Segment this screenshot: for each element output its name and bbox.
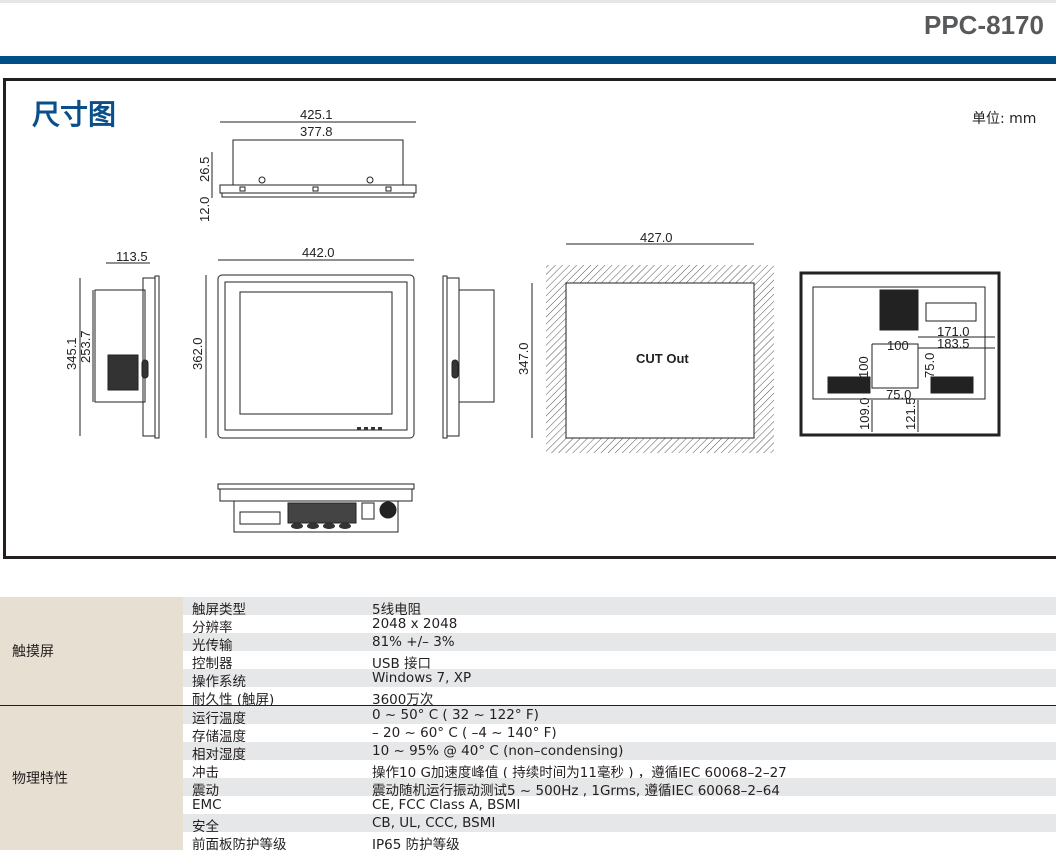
spec-key: 耐久性 (触屏) [192, 692, 275, 708]
dim-top-depth-lower: 12.0 [197, 197, 212, 222]
table-row: 耐久性 (触屏) 3600万次 [0, 687, 1056, 708]
group-label-cell: 触摸屏 [0, 597, 183, 705]
table-row: 分辨率 2048 x 2048 [0, 615, 1056, 636]
spec-key: 冲击 [192, 765, 219, 781]
dim-cutout-height: 347.0 [516, 342, 531, 375]
table-row: 冲击 操作10 G加速度峰值 ( 持续时间为11毫秒 ) ，遵循IEC 60068… [0, 760, 1056, 781]
spec-value: CB, UL, CCC, BSMI [372, 815, 496, 831]
spec-value: 0 ~ 50° C ( 32 ~ 122° F) [372, 707, 539, 723]
dim-rear-vesa-h: 100 [887, 338, 909, 353]
spec-value: 操作10 G加速度峰值 ( 持续时间为11毫秒 ) ，遵循IEC 60068–2… [372, 765, 787, 781]
unit-label: 单位: mm [972, 111, 1037, 127]
table-row: 安全 CB, UL, CCC, BSMI [0, 814, 1056, 835]
dim-rear-vesa2-v: 75.0 [922, 353, 937, 378]
table-row: 操作系统 Windows 7, XP [0, 669, 1056, 690]
dim-side-depth: 113.5 [116, 249, 148, 264]
dim-cutout-width: 427.0 [640, 230, 673, 245]
spec-value: 81% +/– 3% [372, 634, 455, 650]
table-row: EMC CE, FCC Class A, BSMI [0, 796, 1056, 814]
spec-key: 操作系统 [192, 674, 246, 690]
model-title: PPC-8170 [924, 10, 1044, 40]
spec-value: 震动随机运行振动测试5 ~ 500Hz , 1Grms, 遵循IEC 60068… [372, 783, 780, 799]
spec-group: 物理特性 运行温度 0 ~ 50° C ( 32 ~ 122° F) 存储温度 – 20… [0, 706, 1056, 853]
bottom-view-drawing [217, 483, 415, 533]
spec-value: Windows 7, XP [372, 670, 472, 686]
group-label: 触摸屏 [12, 644, 54, 660]
table-row: 运行温度 0 ~ 50° C ( 32 ~ 122° F) [0, 706, 1056, 727]
spec-value: 5线电阻 [372, 602, 422, 618]
top-view-drawing [211, 121, 417, 198]
dim-side-height-outer: 345.1 [64, 337, 79, 370]
dim-rear-109: 109.0 [857, 397, 872, 430]
table-row: 相对湿度 10 ~ 95% @ 40° C (non–condensing) [0, 742, 1056, 763]
dim-side-height-inner: 253.7 [78, 330, 93, 363]
spec-key: 触屏类型 [192, 602, 246, 618]
spec-key: 安全 [192, 819, 219, 835]
dim-rear-121: 121.5 [903, 397, 918, 430]
spec-key: 震动 [192, 783, 219, 799]
header-bar [0, 56, 1056, 64]
dim-top-inner-width: 377.8 [300, 124, 333, 139]
table-row: 存储温度 – 20 ~ 60° C ( –4 ~ 140° F) [0, 724, 1056, 745]
dim-rear-171: 171.0 [937, 324, 970, 339]
spec-key: 控制器 [192, 656, 233, 672]
spec-key: 前面板防护等级 [192, 837, 287, 853]
spec-value: 10 ~ 95% @ 40° C (non–condensing) [372, 743, 624, 759]
spec-key: 存储温度 [192, 729, 246, 745]
dim-top-outer-width: 425.1 [300, 107, 333, 122]
dimension-panel [3, 78, 1056, 559]
cutout-label: CUT Out [636, 351, 689, 366]
table-row: 控制器 USB 接口 [0, 651, 1056, 672]
side-view-right-drawing [442, 275, 495, 439]
table-row: 震动 震动随机运行振动测试5 ~ 500Hz , 1Grms, 遵循IEC 600… [0, 778, 1056, 799]
cutout-drawing [531, 243, 774, 453]
group-divider [0, 705, 1056, 706]
spec-value: CE, FCC Class A, BSMI [372, 797, 521, 813]
dim-top-depth-upper: 26.5 [197, 157, 212, 182]
group-label-cell: 物理特性 [0, 706, 183, 850]
side-view-drawing [79, 262, 160, 439]
rear-view-drawing [799, 271, 1001, 437]
table-row: 前面板防护等级 IP65 防护等级 [0, 832, 1056, 853]
dimension-drawings: 425.1 377.8 26.5 12.0 113.5 345.1 253.7 … [64, 107, 1001, 533]
dim-front-width: 442.0 [302, 245, 335, 260]
top-rule [0, 0, 1056, 3]
table-row: 触屏类型 5线电阻 [0, 597, 1056, 618]
front-view-drawing [205, 259, 415, 439]
dim-rear-183: 183.5 [937, 336, 970, 351]
spec-key: 相对湿度 [192, 747, 246, 763]
spec-key: 光传输 [192, 638, 233, 654]
group-label: 物理特性 [12, 771, 68, 787]
dim-front-height: 362.0 [190, 337, 205, 370]
spec-value: 3600万次 [372, 692, 434, 708]
spec-key: EMC [192, 797, 222, 813]
section-title: 尺寸图 [32, 98, 117, 131]
spec-value: – 20 ~ 60° C ( –4 ~ 140° F) [372, 725, 557, 741]
spec-key: 运行温度 [192, 711, 246, 727]
spec-value: USB 接口 [372, 656, 432, 672]
dim-rear-vesa-v: 100 [856, 356, 871, 378]
spec-key: 分辨率 [192, 620, 233, 636]
spec-value: IP65 防护等级 [372, 837, 460, 853]
table-row: 光传输 81% +/– 3% [0, 633, 1056, 654]
dim-rear-vesa2-h: 75.0 [886, 387, 911, 402]
spec-value: 2048 x 2048 [372, 616, 458, 632]
